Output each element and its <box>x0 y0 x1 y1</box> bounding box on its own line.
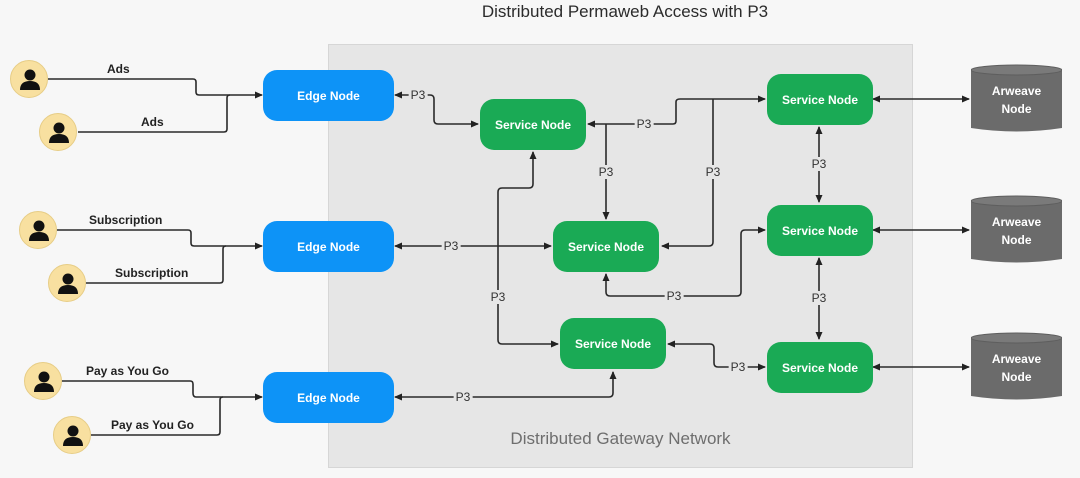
service-node-label: Service Node <box>567 239 645 254</box>
edge-node-1[interactable]: Edge Node <box>263 70 394 121</box>
wire-service3-service-br <box>667 340 766 371</box>
service-node-bottom-center[interactable]: Service Node <box>560 318 666 369</box>
wire-service2-service-mr <box>602 226 766 297</box>
user-avatar-payg-2 <box>53 416 91 454</box>
user-label-payg-1: Pay as You Go <box>86 364 169 378</box>
service-node-top-center[interactable]: Service Node <box>480 99 586 150</box>
wire-edge1-service1 <box>394 91 479 128</box>
p3-label-service1-service2: P3 <box>596 165 616 179</box>
user-avatar-payg-1 <box>24 362 62 400</box>
user-label-subscription-1: Subscription <box>89 213 163 227</box>
user-icon <box>29 220 49 241</box>
user-label-ads-2: Ads <box>141 115 164 129</box>
p3-label-service1-service-tr: P3 <box>634 117 654 131</box>
service-node-top-right[interactable]: Service Node <box>767 74 873 125</box>
wire-service1-service3 <box>497 151 559 348</box>
service-node-bottom-right[interactable]: Service Node <box>767 342 873 393</box>
database-icon <box>971 64 1062 132</box>
user-avatar-subscription-1 <box>19 211 57 249</box>
arweave-node-3[interactable]: Arweave Node <box>971 332 1062 402</box>
p3-label-service2-service-mr: P3 <box>664 289 684 303</box>
user-icon <box>58 273 78 294</box>
wire-user2-edge1 <box>78 94 231 133</box>
arweave-node-label: Arweave Node <box>991 352 1042 384</box>
user-icon <box>49 122 69 143</box>
user-label-ads-1: Ads <box>107 62 130 76</box>
user-label-subscription-2: Subscription <box>115 266 189 280</box>
p3-label-service1-service3: P3 <box>488 290 508 304</box>
wire-user4-edge2 <box>86 245 227 284</box>
service-node-label: Service Node <box>494 117 572 132</box>
service-node-label: Service Node <box>781 223 859 238</box>
database-icon <box>971 332 1062 400</box>
p3-label-service-tr-service2: P3 <box>703 165 723 179</box>
database-icon <box>971 195 1062 263</box>
network-label: Distributed Gateway Network <box>510 429 731 448</box>
p3-label-service3-service-br: P3 <box>728 360 748 374</box>
edge-node-label: Edge Node <box>297 88 360 103</box>
wire-user1-edge1 <box>48 78 263 99</box>
p3-label-service-tr-service-mr: P3 <box>809 157 829 171</box>
edge-node-2[interactable]: Edge Node <box>263 221 394 272</box>
p3-label-edge3-service3: P3 <box>453 390 473 404</box>
wire-edge3-service3 <box>394 371 617 401</box>
edge-node-label: Edge Node <box>297 239 360 254</box>
diagram-title: Distributed Permaweb Access with P3 <box>481 2 769 21</box>
wire-service1-service-tr <box>587 95 766 128</box>
service-node-middle-center[interactable]: Service Node <box>553 221 659 272</box>
p3-label-edge2-service2: P3 <box>441 239 461 253</box>
user-icon <box>63 425 83 446</box>
service-node-middle-right[interactable]: Service Node <box>767 205 873 256</box>
user-icon <box>34 371 54 392</box>
service-node-label: Service Node <box>574 336 652 351</box>
user-avatar-ads-1 <box>10 60 48 98</box>
wire-user5-edge3 <box>62 380 263 401</box>
wire-user3-edge2 <box>57 229 263 250</box>
arweave-node-1[interactable]: Arweave Node <box>971 64 1062 134</box>
service-node-label: Service Node <box>781 92 859 107</box>
user-icon <box>20 69 40 90</box>
p3-label-service-mr-service-br: P3 <box>809 291 829 305</box>
p3-label-edge1-service1: P3 <box>408 88 428 102</box>
user-avatar-subscription-2 <box>48 264 86 302</box>
edge-node-3[interactable]: Edge Node <box>263 372 394 423</box>
arweave-node-2[interactable]: Arweave Node <box>971 195 1062 265</box>
edge-node-label: Edge Node <box>297 390 360 405</box>
arweave-node-label: Arweave Node <box>991 84 1042 116</box>
user-avatar-ads-2 <box>39 113 77 151</box>
wire-user6-edge3 <box>91 396 224 436</box>
user-label-payg-2: Pay as You Go <box>111 418 194 432</box>
arweave-node-label: Arweave Node <box>991 215 1042 247</box>
service-node-label: Service Node <box>781 360 859 375</box>
